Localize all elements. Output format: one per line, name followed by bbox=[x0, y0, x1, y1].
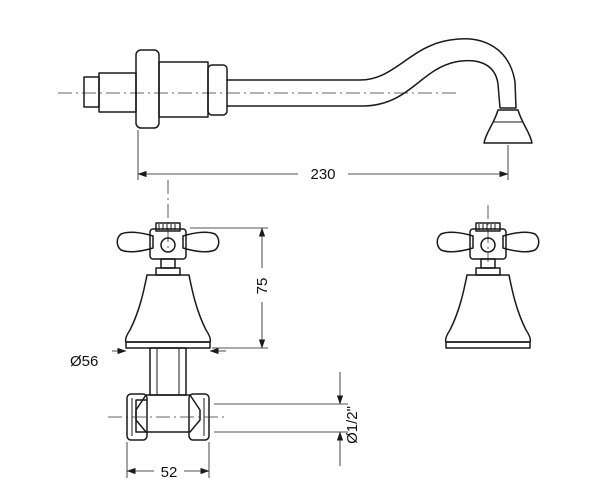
cross-handle-arm-left bbox=[116, 231, 154, 253]
bell-base-flange bbox=[445, 341, 531, 349]
bell-shroud bbox=[124, 274, 212, 343]
body-width-label: 52 bbox=[161, 464, 178, 481]
handle-stem-collar bbox=[155, 267, 181, 276]
left-valve-handle bbox=[116, 222, 220, 276]
valve-port-left-join bbox=[135, 399, 147, 433]
spout-inlet-body bbox=[98, 72, 137, 113]
handle-index-cap bbox=[475, 222, 501, 232]
dimension-thread-size: Ø1/2" bbox=[214, 372, 361, 466]
cross-handle-arm-right bbox=[182, 231, 220, 253]
bell-shroud bbox=[444, 274, 532, 343]
spout-ring bbox=[207, 64, 228, 116]
dimension-flange-diameter: Ø56 bbox=[70, 347, 226, 370]
spout-curved-arm bbox=[226, 38, 517, 109]
dimension-handle-height: 75 bbox=[190, 227, 271, 349]
handle-center-boss bbox=[480, 237, 496, 253]
handle-index-cap bbox=[155, 222, 181, 232]
spout-aerator-outlet bbox=[483, 109, 533, 144]
thread-size-label: Ø1/2" bbox=[344, 406, 361, 444]
handle-stem-collar bbox=[475, 267, 501, 276]
cross-handle-arm-left bbox=[436, 231, 474, 253]
right-valve bbox=[436, 205, 540, 349]
spout-threaded-connector bbox=[83, 76, 100, 108]
spout-collar bbox=[158, 61, 209, 118]
handle-center-boss bbox=[160, 237, 176, 253]
valve-riser-pipe bbox=[149, 347, 187, 396]
dimension-body-width: 52 bbox=[126, 442, 210, 481]
dimension-spout-length: 230 bbox=[137, 130, 509, 183]
left-valve-body bbox=[108, 347, 228, 441]
bell-base-flange bbox=[125, 341, 211, 349]
cross-handle-arm-right bbox=[502, 231, 540, 253]
handle-height-label: 75 bbox=[254, 278, 271, 295]
spout-length-label: 230 bbox=[310, 166, 335, 183]
spout-wall-flange bbox=[135, 49, 160, 129]
flange-diameter-label: Ø56 bbox=[70, 353, 98, 370]
left-valve-bell-cover bbox=[124, 274, 212, 349]
spout-side-view bbox=[58, 38, 533, 144]
handle-stem bbox=[160, 258, 176, 269]
